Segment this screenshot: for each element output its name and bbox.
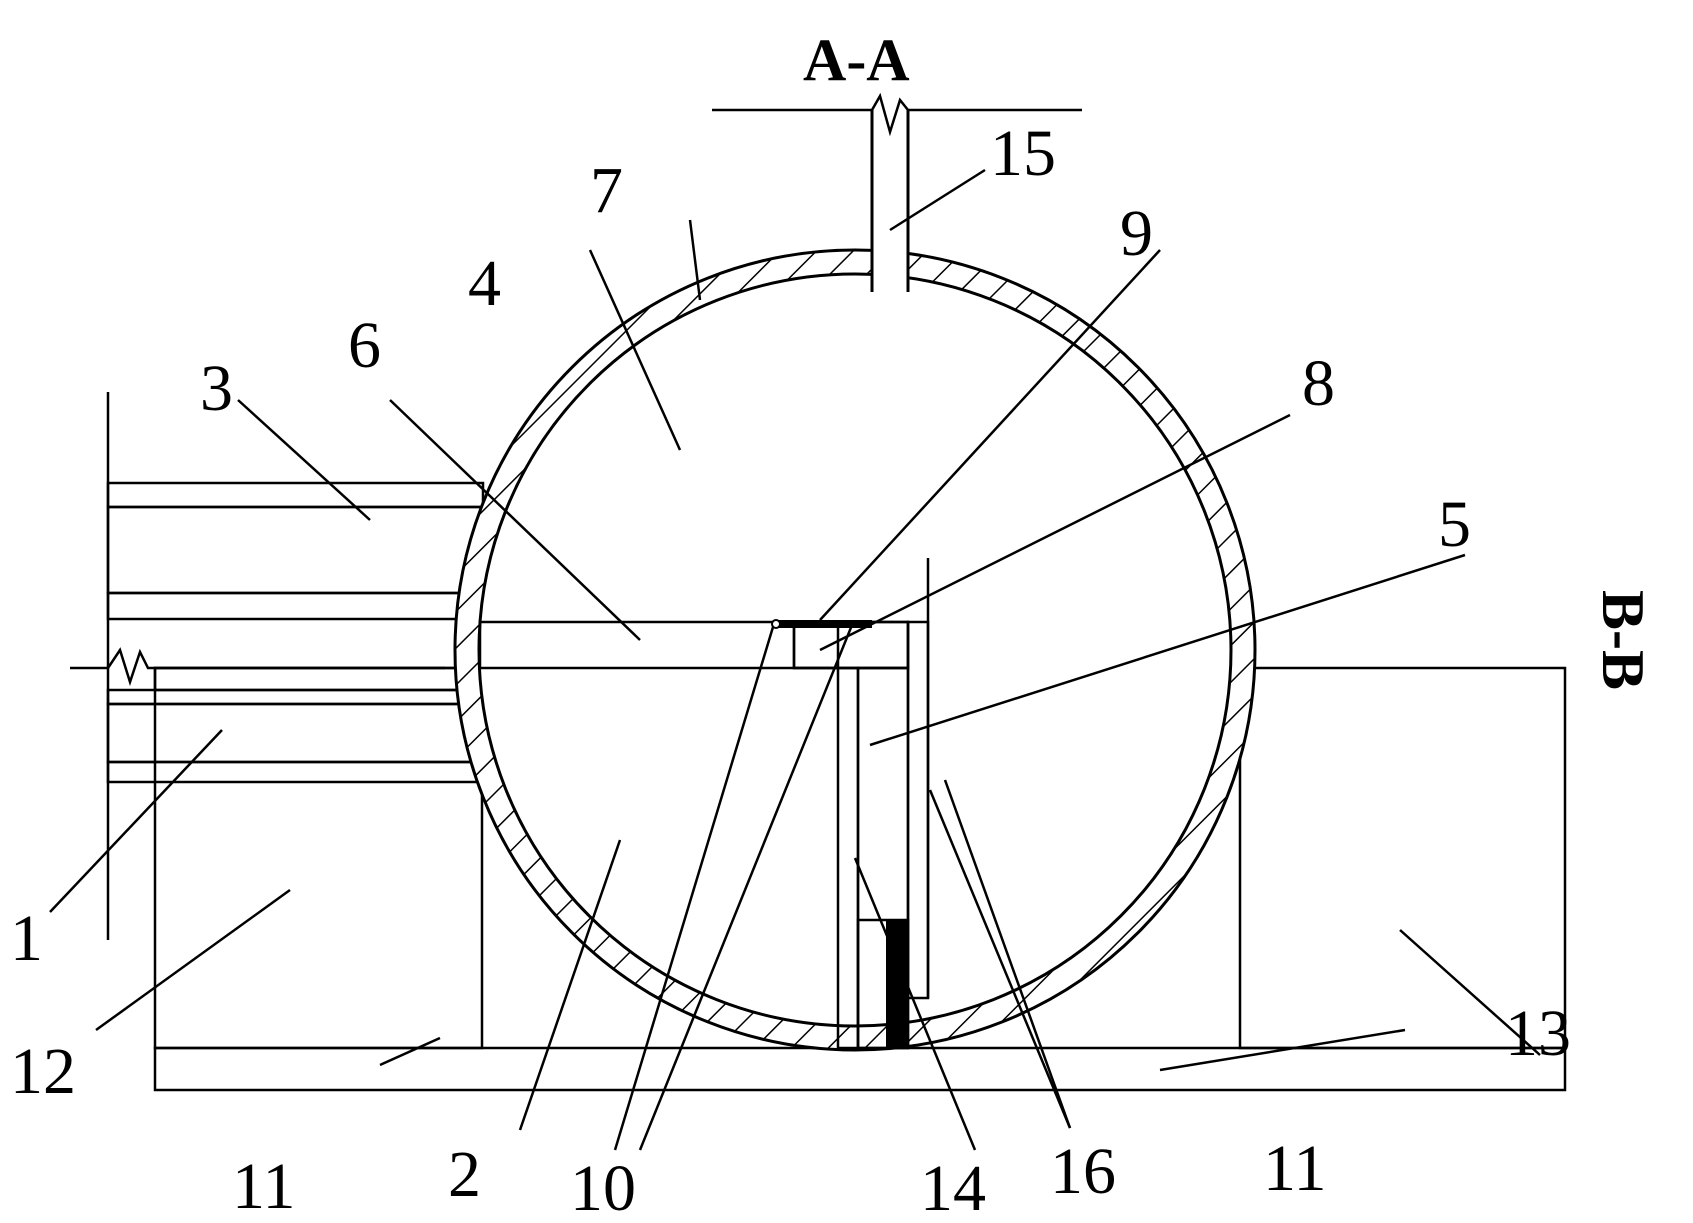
part-label-10: 10 bbox=[570, 1152, 636, 1223]
base-slab bbox=[153, 1046, 1567, 1092]
part-label-9: 9 bbox=[1120, 197, 1153, 270]
part-label-4: 4 bbox=[468, 247, 501, 320]
part-label-3: 3 bbox=[200, 352, 233, 425]
part-label-12: 12 bbox=[10, 1035, 76, 1108]
cover-plate bbox=[776, 620, 872, 628]
break-symbol-top bbox=[870, 92, 909, 137]
part-label-11-right: 11 bbox=[1263, 1132, 1327, 1205]
part-label-5: 5 bbox=[1438, 488, 1471, 561]
section-label-right: B-B bbox=[1590, 590, 1656, 690]
fill-block-left bbox=[153, 666, 484, 1050]
part-label-7: 7 bbox=[590, 154, 623, 227]
part-label-2: 2 bbox=[448, 1138, 481, 1211]
part-label-16: 16 bbox=[1050, 1135, 1116, 1208]
pipe-upper bbox=[106, 481, 485, 621]
pipe-lower bbox=[106, 688, 485, 784]
part-label-14: 14 bbox=[920, 1152, 986, 1223]
section-label-top: A-A bbox=[803, 27, 910, 93]
part-label-15: 15 bbox=[990, 117, 1056, 190]
part-label-6: 6 bbox=[348, 309, 381, 382]
part-label-11-left: 11 bbox=[232, 1150, 296, 1223]
part-label-13: 13 bbox=[1505, 997, 1571, 1070]
tank-interior bbox=[477, 272, 1233, 1028]
hinge bbox=[771, 619, 781, 629]
part-label-8: 8 bbox=[1302, 347, 1335, 420]
part-label-1: 1 bbox=[10, 902, 43, 975]
pipe-mid-band bbox=[153, 666, 484, 692]
post-bar bbox=[886, 920, 908, 1048]
leader-lines bbox=[49, 168, 1541, 1151]
fill-block-right bbox=[1238, 666, 1567, 1050]
break-symbol-left bbox=[70, 647, 445, 687]
vent-gap bbox=[872, 105, 908, 297]
